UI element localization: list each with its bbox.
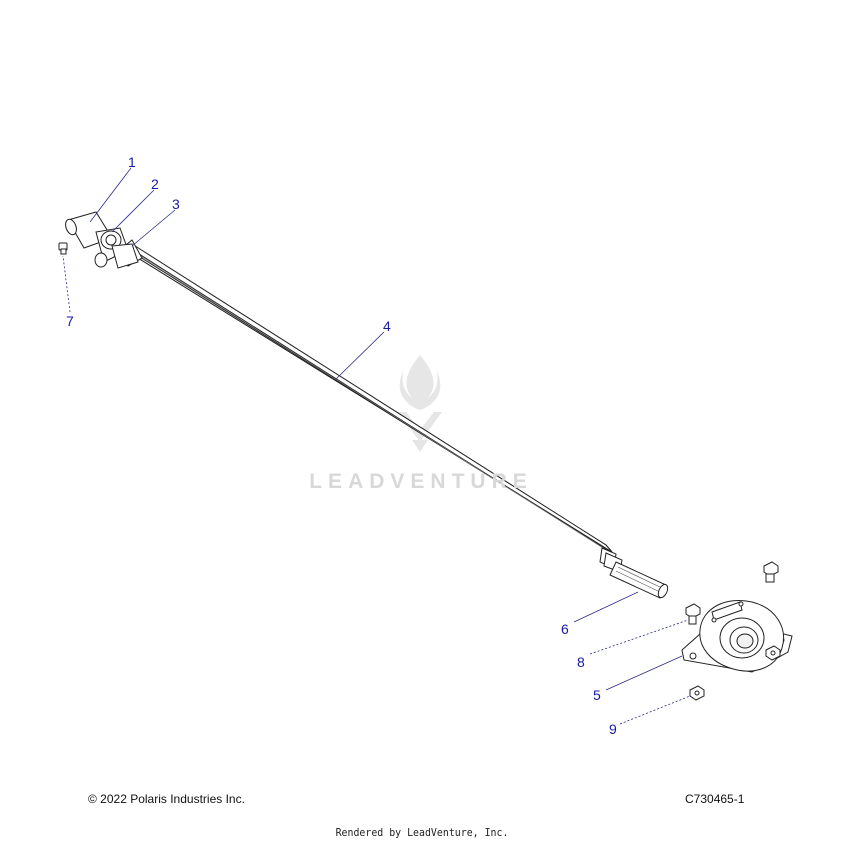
leader-8 <box>589 619 689 655</box>
u-joint-assembly <box>65 211 139 269</box>
callout-4[interactable]: 4 <box>383 318 391 334</box>
bolt-upper <box>763 561 779 583</box>
callout-7[interactable]: 7 <box>66 313 74 329</box>
nut-right <box>765 645 781 661</box>
leader-lines <box>62 167 691 725</box>
leader-1 <box>89 167 132 223</box>
center-bearing <box>681 600 793 673</box>
leader-5 <box>605 655 683 691</box>
leader-6 <box>573 591 639 623</box>
grease-fitting <box>58 242 68 255</box>
callout-8[interactable]: 8 <box>577 654 585 670</box>
leader-7 <box>62 255 71 313</box>
leader-4 <box>335 331 385 380</box>
callout-6[interactable]: 6 <box>561 621 569 637</box>
drive-shaft <box>119 239 669 599</box>
bolt-8 <box>685 603 701 625</box>
leader-2 <box>111 189 155 233</box>
callout-2[interactable]: 2 <box>151 176 159 192</box>
leader-9 <box>619 695 691 725</box>
watermark-text: LEADVENTURE <box>309 470 533 493</box>
copyright-text: © 2022 Polaris Industries Inc. <box>88 792 245 806</box>
nut-9 <box>689 685 705 701</box>
callout-9[interactable]: 9 <box>609 721 617 737</box>
callout-5[interactable]: 5 <box>593 687 601 703</box>
callout-3[interactable]: 3 <box>172 196 180 212</box>
callout-1[interactable]: 1 <box>128 154 136 170</box>
diagram-code: C730465-1 <box>685 792 745 806</box>
leader-3 <box>131 209 176 247</box>
render-credit: Rendered by LeadVenture, Inc. <box>335 826 509 839</box>
